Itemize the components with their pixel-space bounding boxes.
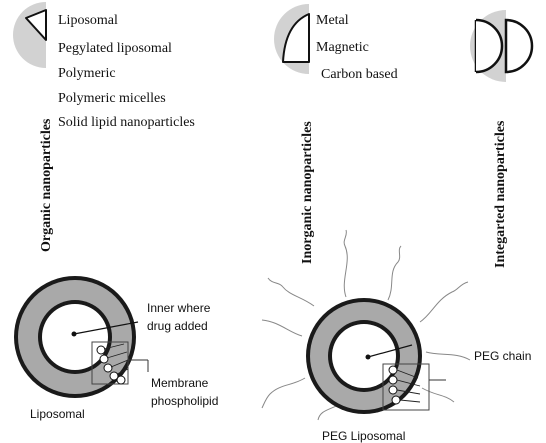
membrane-label-line1: Membrane bbox=[151, 376, 209, 390]
inorganic-item-magnetic: Magnetic bbox=[316, 40, 369, 55]
inner-label-line1: Inner where bbox=[147, 301, 211, 315]
organic-item-pegylated-liposomal: Pegylated liposomal bbox=[58, 41, 172, 56]
peg-chain-label: PEG chain bbox=[474, 349, 531, 363]
organic-item-solid-lipid: Solid lipid nanoparticles bbox=[58, 115, 195, 130]
peg-liposome-ring bbox=[306, 298, 422, 414]
integrated-badge-icon bbox=[470, 10, 532, 82]
inorganic-item-metal: Metal bbox=[316, 13, 349, 28]
peg-liposomal-label: PEG Liposomal bbox=[322, 429, 405, 443]
inorganic-badge-icon bbox=[274, 4, 309, 74]
inorganic-item-carbon: Carbon based bbox=[321, 67, 398, 82]
organic-item-polymeric-micelles: Polymeric micelles bbox=[58, 91, 166, 106]
inner-label-line2: drug added bbox=[147, 319, 208, 333]
organic-title: Organic nanoparticles bbox=[39, 118, 54, 252]
inorganic-title: Inorganic nanoparticles bbox=[300, 121, 315, 264]
organic-item-liposomal: Liposomal bbox=[58, 13, 118, 28]
organic-badge-icon bbox=[13, 2, 46, 68]
organic-item-polymeric: Polymeric bbox=[58, 66, 116, 81]
integrated-title: Integarted nanoparticles bbox=[493, 120, 508, 268]
liposomal-label: Liposomal bbox=[30, 407, 85, 421]
membrane-label-line2: phospholipid bbox=[151, 394, 218, 408]
